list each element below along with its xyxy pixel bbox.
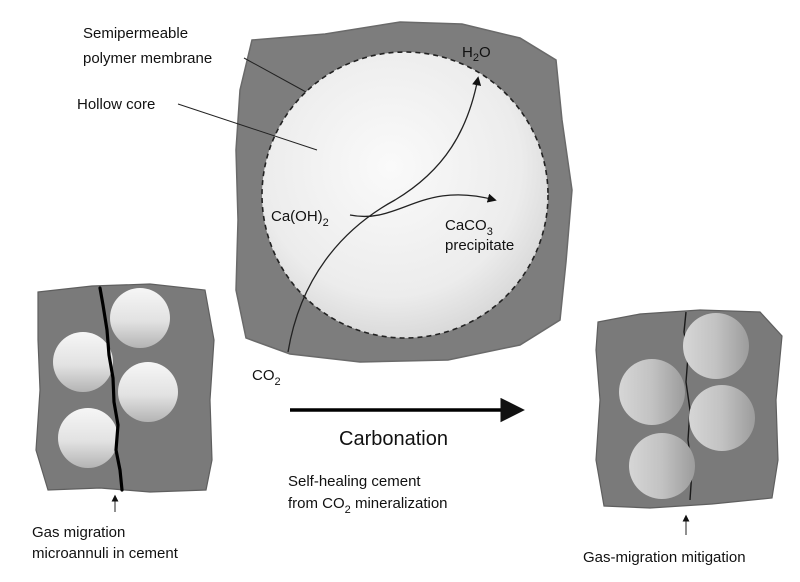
caco3-label: CaCO3 [445,217,493,238]
co2-to-h2o-arrow [287,76,482,353]
hollow-core-leader-line [177,103,318,151]
semipermeable-membrane [261,51,549,339]
capsule-mid-left [53,332,113,392]
membrane-leader-line [243,57,307,93]
healed-capsule-mid-right [689,385,755,451]
microannulus-crack [98,286,124,492]
membrane-label-line1: Semipermeable [83,25,188,42]
capsule-top-right [110,288,170,348]
precipitate-label: precipitate [445,237,514,254]
left-caption-line2: microannuli in cement [32,545,179,562]
cracked-cement-block [35,283,215,493]
selfheal-line2: from CO2 mineralization [288,495,448,516]
selfheal-line1: Self-healing cement [288,473,421,490]
central-capsule [177,21,573,363]
h2o-label: H2O [462,44,491,64]
caoh-to-caco3-arrow [349,193,497,217]
healed-capsule-bottom-left [629,433,695,499]
capsule-bottom-left [58,408,118,468]
left-caption-line1: Gas migration [32,524,125,541]
healed-capsule-mid-left [619,359,685,425]
caoh2-label: Ca(OH)2 [271,208,329,229]
carbonation-label: Carbonation [339,428,448,450]
hollow-core [262,52,548,338]
healed-cement-block [595,309,783,509]
membrane-label-line2: polymer membrane [83,50,212,67]
capsule-mid-right [118,362,178,422]
healed-capsule-top-right [683,313,749,379]
hollow-core-label: Hollow core [77,96,155,113]
co2-label: CO2 [252,367,281,388]
right-caption: Gas-migration mitigation [583,549,746,566]
